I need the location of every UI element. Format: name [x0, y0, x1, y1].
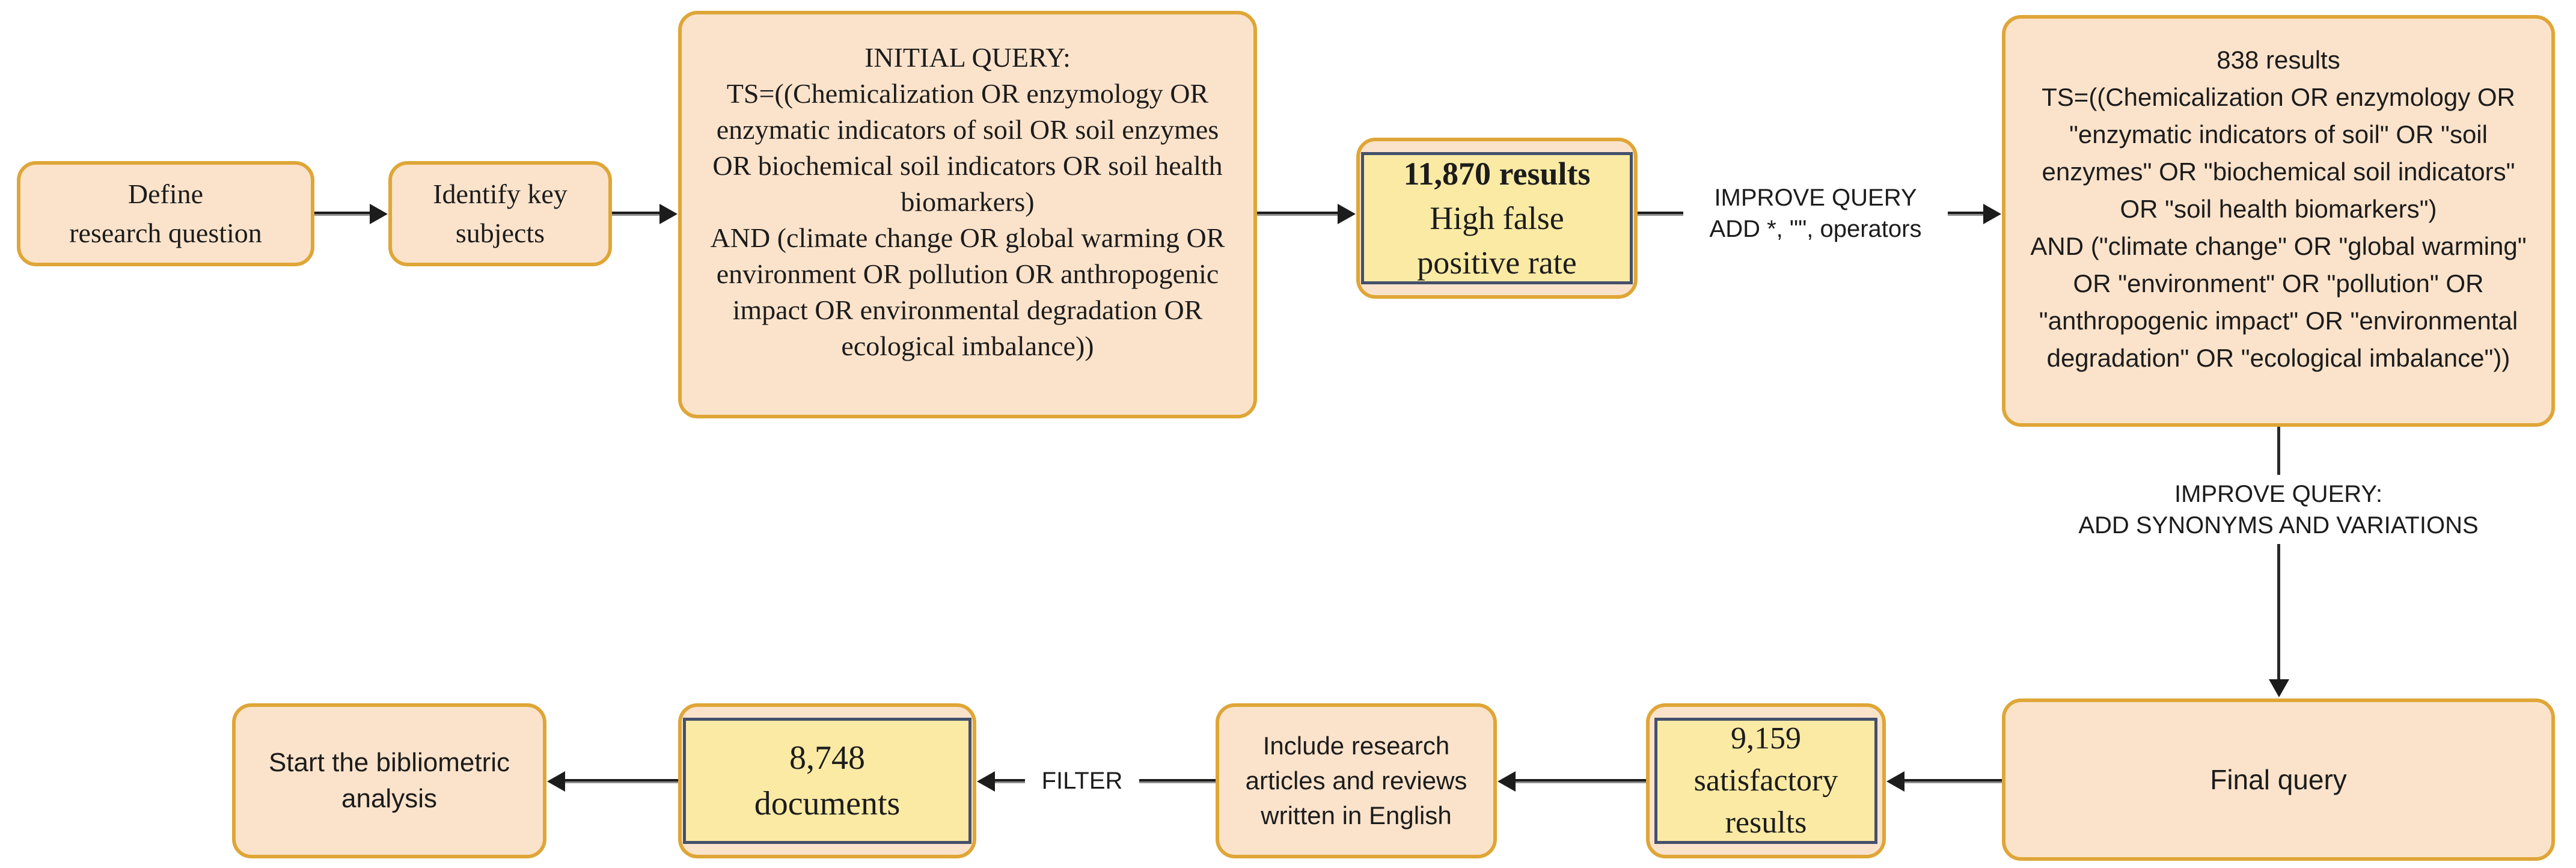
box-8748-documents: 8,748 documents [678, 703, 976, 858]
box-838-results-query: 838 results TS=((Chemicalization OR enzy… [2002, 15, 2555, 427]
documents-8748-text: 8,748 documents [754, 739, 901, 822]
improve-query-synonyms-label: IMPROVE QUERY: ADD SYNONYMS AND VARIATIO… [2078, 481, 2479, 539]
arrow-include-to-8748-right-segment [1139, 779, 1216, 783]
arrowhead-left-icon [977, 771, 995, 792]
arrow-define-to-identify [314, 203, 388, 224]
arrow-include-to-8748-left-segment [977, 771, 1025, 792]
box-838-results-query-text: 838 results TS=((Chemicalization OR enzy… [2030, 46, 2527, 372]
arrowhead-right-icon [659, 203, 678, 224]
arrow-final-to-9159 [1886, 771, 2002, 792]
box-final-query-text: Final query [2210, 764, 2347, 795]
box-11870-results-inner: 11,870 results High false positive rate [1361, 152, 1633, 284]
results-11870-caption: High false positive rate [1417, 200, 1577, 281]
arrowhead-right-icon [1338, 203, 1356, 224]
arrow-initial-query-to-11870 [1257, 203, 1356, 224]
box-start-bibliometric-analysis: Start the bibliometric analysis [232, 703, 546, 858]
arrowhead-left-icon [547, 771, 565, 792]
arrowhead-down-icon [2268, 679, 2289, 697]
arrow-8748-to-start [547, 771, 678, 792]
box-include-articles: Include research articles and reviews wr… [1216, 703, 1497, 858]
arrowhead-right-icon [370, 203, 388, 224]
results-count-11870: 11,870 results [1403, 156, 1591, 192]
box-9159-results: 9,159 satisfactory results [1646, 703, 1886, 858]
box-start-bibliometric-analysis-text: Start the bibliometric analysis [268, 748, 510, 813]
arrow-11870-to-838-left-segment [1638, 212, 1683, 216]
box-include-articles-text: Include research articles and reviews wr… [1245, 732, 1467, 830]
arrow-identify-to-initial-query [612, 203, 678, 224]
arrow-9159-to-include [1498, 771, 1646, 792]
box-11870-results: 11,870 results High false positive rate [1356, 138, 1638, 299]
arrowhead-left-icon [1886, 771, 1904, 792]
arrowhead-left-icon [1498, 771, 1516, 792]
arrowhead-right-icon [1983, 203, 2001, 224]
box-define-research-question-text: Define research question [69, 179, 262, 248]
box-identify-key-subjects-text: Identify key subjects [433, 179, 568, 248]
box-final-query: Final query [2002, 698, 2555, 861]
box-9159-results-inner: 9,159 satisfactory results [1654, 718, 1877, 844]
results-9159-text: 9,159 satisfactory results [1693, 721, 1838, 840]
arrow-838-to-final-top-segment [2277, 427, 2280, 475]
box-identify-key-subjects: Identify key subjects [388, 161, 612, 266]
improve-query-operators-label: IMPROVE QUERY ADD *, "", operators [1709, 185, 1922, 242]
box-initial-query: INITIAL QUERY: TS=((Chemicalization OR e… [678, 11, 1257, 418]
box-8748-documents-inner: 8,748 documents [683, 718, 971, 844]
arrow-11870-to-838-right-segment [1948, 203, 2001, 224]
box-define-research-question: Define research question [17, 161, 314, 266]
box-initial-query-text: INITIAL QUERY: TS=((Chemicalization OR e… [710, 42, 1225, 361]
filter-label: FILTER [1041, 768, 1123, 794]
arrow-838-to-final-bottom-segment [2268, 544, 2289, 697]
